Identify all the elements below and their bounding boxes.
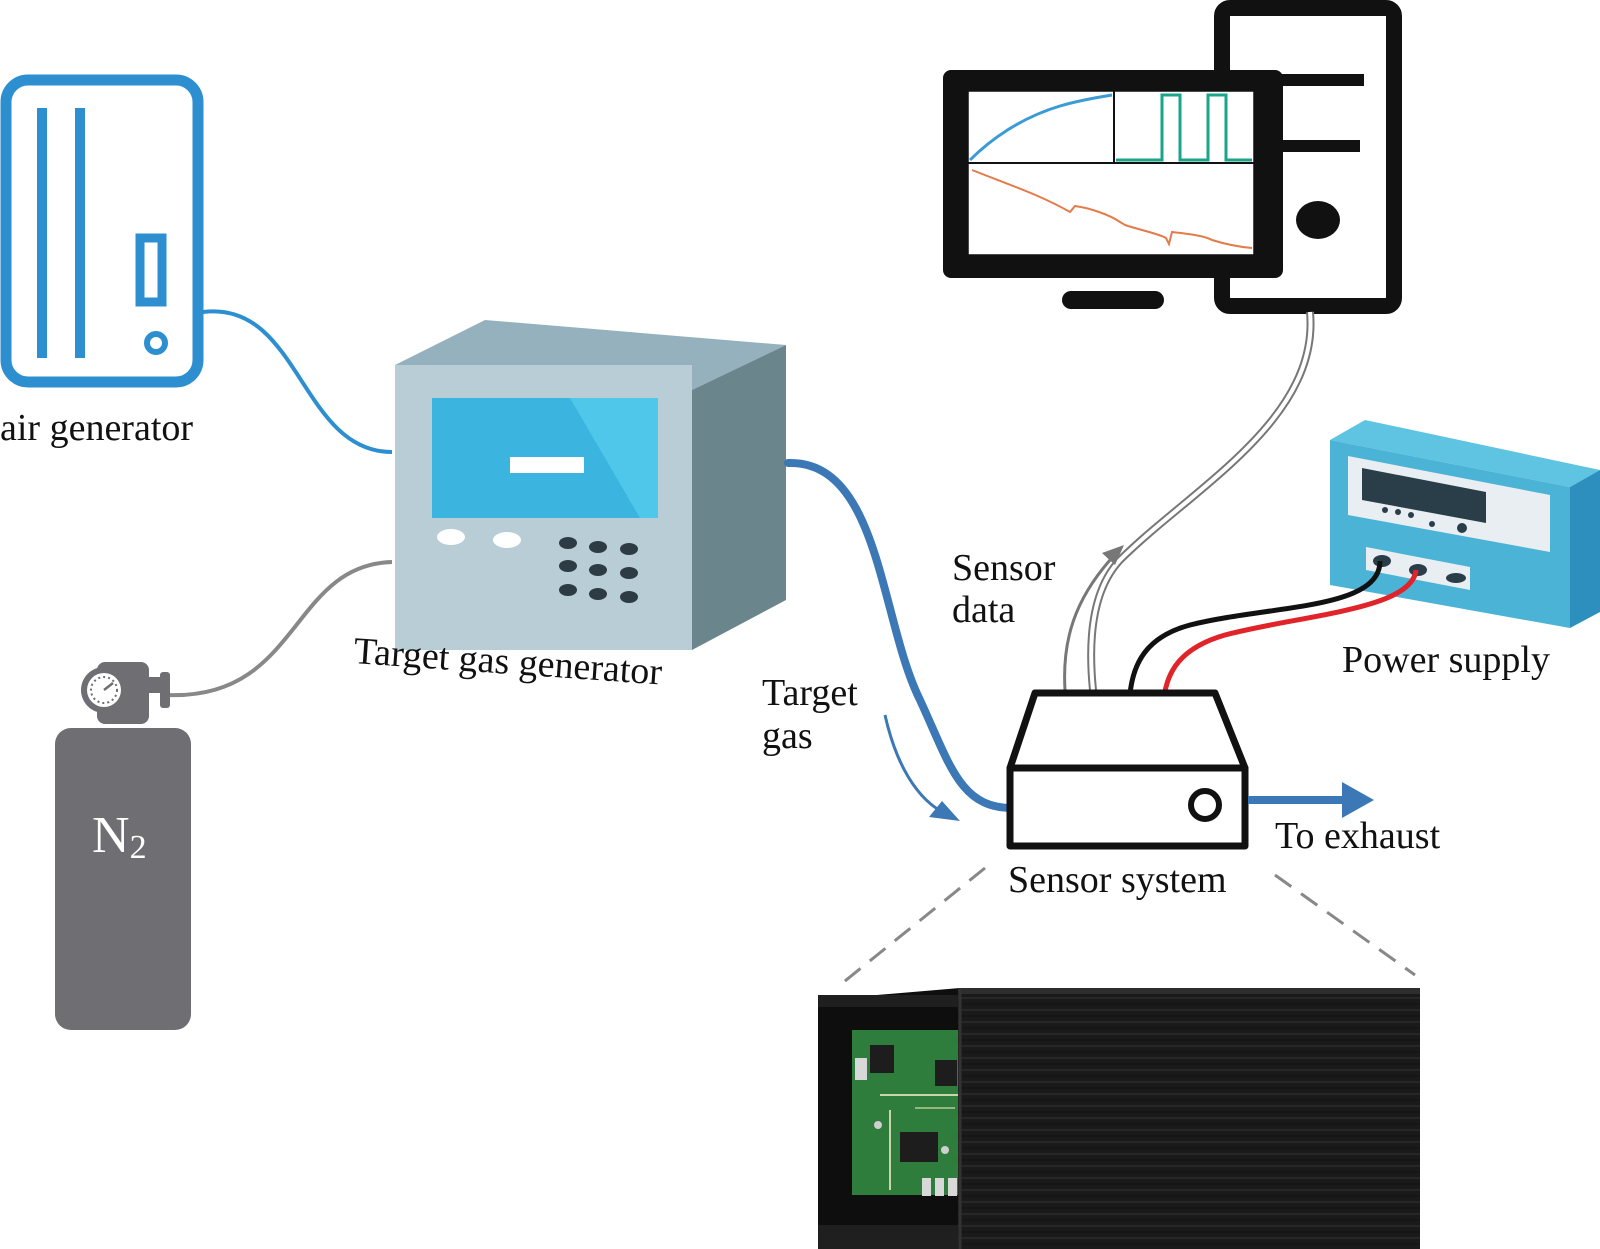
n2-cylinder [55,662,191,1030]
sensor-system-box [1006,689,1249,850]
black-wire [1127,560,1383,695]
power-supply-label: Power supply [1342,639,1550,681]
n2-label: N2 [92,807,147,866]
zoom-line-left [839,866,986,987]
target-gas-generator [395,320,786,650]
power-supply [1330,420,1600,628]
computer [943,0,1402,314]
target-gas-arrow [883,714,949,817]
sensor-system-label: Sensor system [1008,859,1227,901]
keypad [559,537,638,603]
target-gas-tube [784,458,1016,812]
sensor-enclosure-photo [818,988,1420,1249]
sensor-data-arrow [1063,559,1112,691]
screen-decay-curve [971,169,1253,249]
data-cable [1087,311,1315,691]
sensor-data-label-line2: data [952,589,1015,631]
target-gas-label-line2: gas [762,715,813,757]
sensor-data-label-line1: Sensor [952,547,1056,589]
air-tube [202,309,393,454]
screen-pulse-trace [1116,93,1252,162]
air-generator-label: air generator [0,407,193,449]
n2-tube [167,560,393,698]
n2-label-main: N [92,807,130,864]
air-generator [0,74,204,388]
exhaust-arrow [1248,782,1374,818]
n2-label-subscript: 2 [130,829,147,866]
to-exhaust-label: To exhaust [1275,815,1441,857]
pcb-board [852,1030,962,1196]
zoom-line-right [1274,873,1416,977]
screen-rise-curve [968,93,1113,162]
target-gas-label-line1: Target [762,672,858,714]
red-wire [1161,569,1419,699]
